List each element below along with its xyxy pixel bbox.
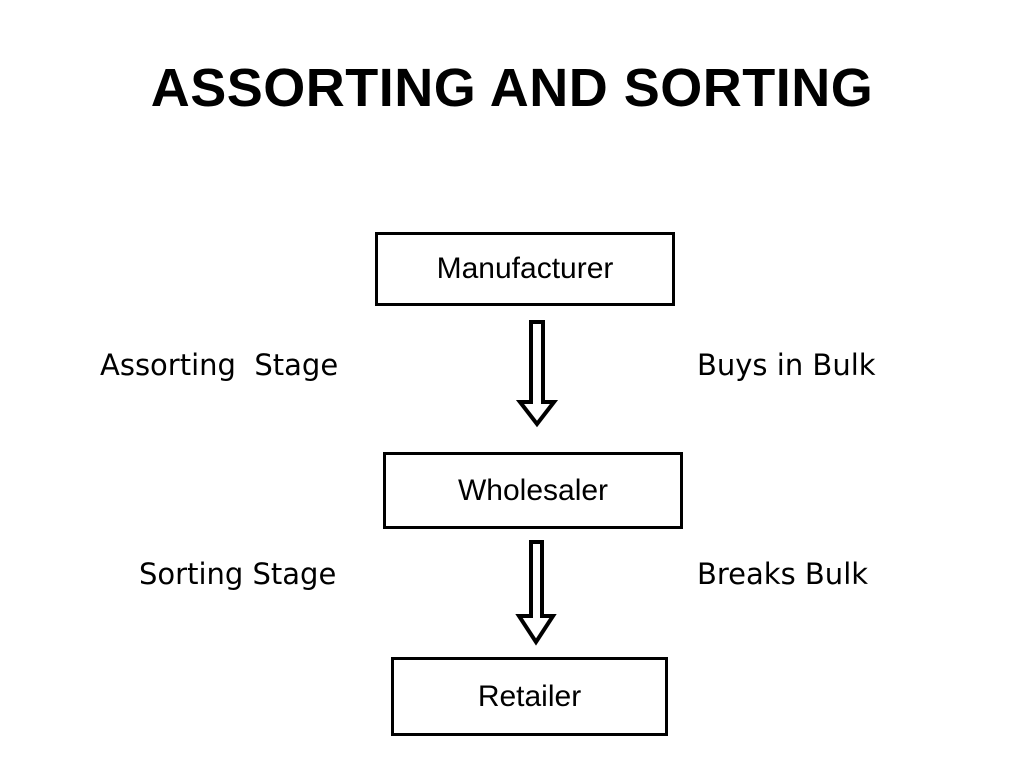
arrow-down-icon [515,320,559,428]
node-label-wholesaler: Wholesaler [457,473,609,507]
arrow-down-icon-manufacturer-to-wholesaler [513,318,561,428]
node-label-retailer: Retailer [477,679,582,713]
connector-label-assorting-stage: Assorting Stage [100,348,339,382]
node-box-manufacturer[interactable]: Manufacturer [375,232,675,306]
arrow-down-icon [515,540,557,646]
page-title: ASSORTING AND SORTING [150,58,874,118]
connector-label-sorting-stage: Sorting Stage [139,557,337,591]
connector-label-buys-in-bulk: Buys in Bulk [697,348,876,382]
node-label-manufacturer: Manufacturer [436,252,614,285]
node-box-retailer[interactable]: Retailer [391,657,668,736]
node-box-wholesaler[interactable]: Wholesaler [383,452,683,529]
connector-label-breaks-bulk: Breaks Bulk [697,557,869,591]
arrow-down-icon-wholesaler-to-retailer [515,538,559,648]
